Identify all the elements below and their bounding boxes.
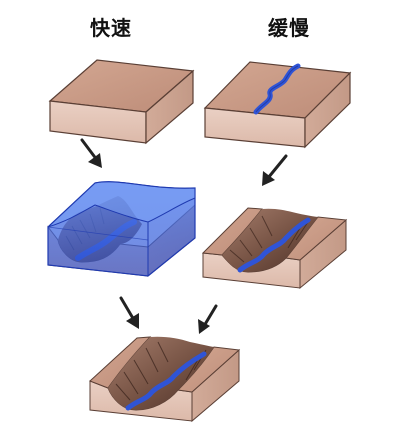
river-outline: [255, 65, 299, 113]
label-slow: 缓慢: [268, 16, 310, 40]
arrow-down-icon: [262, 154, 288, 186]
arrow-down-icon: [198, 304, 218, 334]
block-river-slow: [203, 61, 352, 149]
arrow-down-icon: [119, 296, 139, 329]
block-side: [304, 71, 351, 149]
canyon: [108, 336, 214, 410]
block-side: [145, 69, 194, 145]
block-flooded-canyon: [47, 181, 196, 278]
river: [125, 351, 207, 411]
water-surface: [47, 181, 196, 228]
block-deep-canyon: [89, 336, 241, 423]
block-valley-slow: [201, 207, 348, 290]
label-fast: 快速: [90, 16, 132, 40]
block-plain-fast: [48, 59, 195, 145]
river: [237, 217, 311, 273]
erosion-streaks: [115, 341, 207, 401]
valley: [222, 208, 318, 272]
erosion-streaks: [229, 215, 309, 263]
arrow-down-icon: [80, 138, 102, 168]
